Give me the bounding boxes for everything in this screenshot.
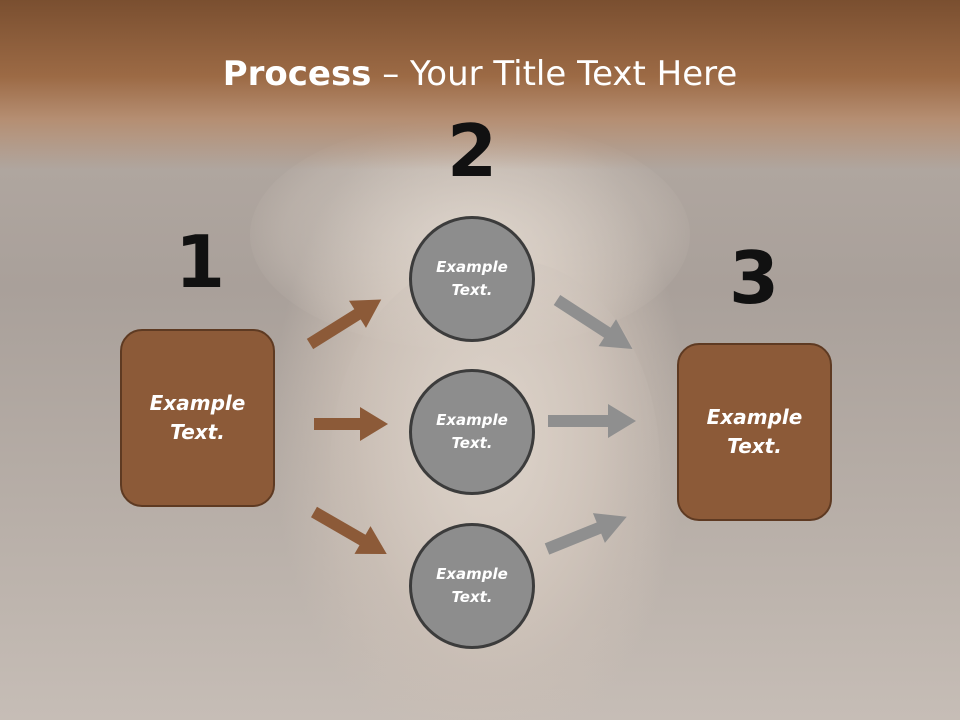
process-circle-top: Example Text. (409, 216, 535, 342)
step-number-1: 1 (174, 220, 226, 304)
arrow-left-to-top (306, 299, 382, 350)
right-process-box: Example Text. (677, 343, 832, 521)
right-box-line2: Text. (727, 434, 782, 458)
process-circle-middle: Example Text. (409, 369, 535, 495)
arrow-bottom-to-right (544, 513, 627, 555)
title-rest: – Your Title Text Here (371, 54, 738, 94)
arrow-left-to-bottom (311, 506, 387, 554)
circle-top-line2: Text. (451, 281, 493, 299)
arrow-middle-to-right (548, 404, 636, 438)
arrow-left-to-middle (314, 407, 388, 441)
circle-bottom-line1: Example (436, 565, 508, 583)
left-process-box: Example Text. (120, 329, 275, 507)
circle-bottom-line2: Text. (451, 588, 493, 606)
right-box-line1: Example (706, 405, 803, 429)
title-band (0, 0, 960, 170)
left-box-line1: Example (149, 391, 246, 415)
circle-middle-line2: Text. (451, 434, 493, 452)
title-bold: Process (222, 54, 372, 94)
left-box-line2: Text. (170, 420, 225, 444)
process-circle-bottom: Example Text. (409, 523, 535, 649)
arrow-top-to-right (553, 294, 633, 350)
circle-top-line1: Example (436, 258, 508, 276)
slide-title: Process – Your Title Text Here (0, 52, 960, 96)
step-number-2: 2 (446, 109, 498, 193)
circle-middle-line1: Example (436, 411, 508, 429)
step-number-3: 3 (728, 236, 780, 320)
